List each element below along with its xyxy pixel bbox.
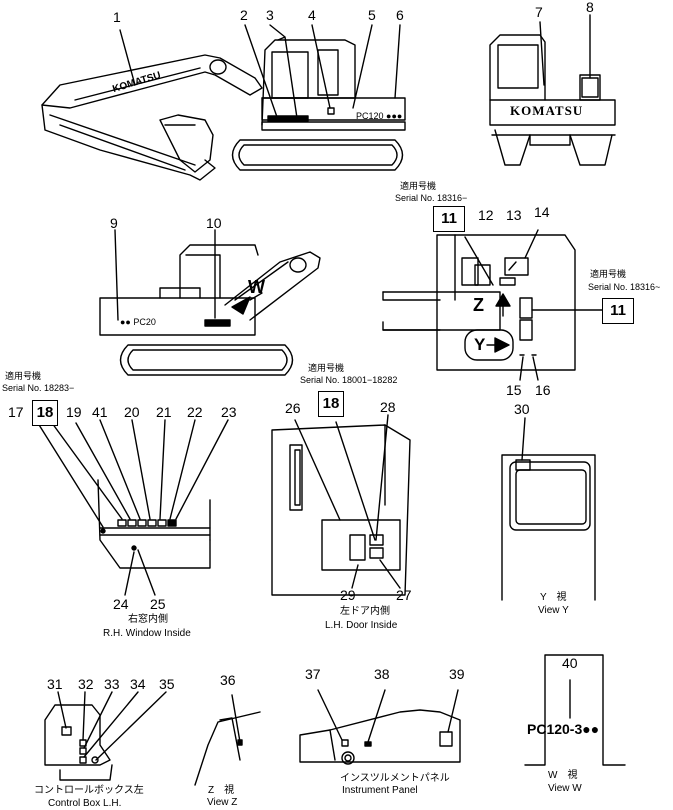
view-letter-w: W [248,277,265,297]
callout-38: 38 [374,666,390,682]
caption-control-box-jp: コントロールボックス左 [34,785,144,796]
callout-34: 34 [130,676,146,692]
callout-32: 32 [78,676,94,692]
caption-rh-window-jp: 右窓内側 [128,614,168,625]
instrument-panel [300,690,460,764]
callout-1: 1 [113,9,121,25]
caption-view-z: View Z [207,797,238,808]
serial-note-1: Serial No. 18316− [395,193,468,203]
excavator-top-view [383,230,602,380]
boxed-callout-18-rh: 18 [32,400,58,426]
excavator-rear-view [490,35,615,165]
callout-31: 31 [47,676,63,692]
view-z [195,695,260,785]
callout-16: 16 [535,382,551,398]
serial-note-3: Serial No. 18283− [2,383,75,393]
callout-3: 3 [266,7,274,23]
serial-note-2: Serial No. 18316~ [588,282,661,292]
caption-lh-door-jp: 左ドア内側 [340,606,390,617]
callout-24: 24 [113,596,129,612]
serial-note-4: Serial No. 18001−18282 [300,375,398,385]
caption-view-w: View W [548,783,582,794]
callout-36: 36 [220,672,236,688]
callout-17: 17 [8,404,24,420]
callout-13: 13 [506,207,522,223]
callout-30: 30 [514,401,530,417]
callout-23: 23 [221,404,237,420]
caption-instrument-panel: Instrument Panel [342,785,418,796]
model-side2-decal: ●● PC20 [120,317,156,327]
caption-control-box: Control Box L.H. [48,798,122,809]
komatsu-rear-decal: KOMATSU [510,103,584,118]
callout-22: 22 [187,404,203,420]
callout-12: 12 [478,207,494,223]
serial-note-3-jp: 適用号機 [5,371,42,381]
caption-lh-door: L.H. Door Inside [325,620,398,631]
caption-instrument-panel-jp: インスツルメントパネル [340,773,450,784]
callout-5: 5 [368,7,376,23]
view-w [525,655,625,765]
view-y [502,418,595,600]
serial-note-2-jp: 適用号機 [590,269,627,279]
boxed-callout-11-right: 11 [602,298,634,324]
caption-view-z-jp: Z 視 [208,785,235,796]
view-letter-y: Y [474,335,486,354]
excavator-side-view-2 [100,245,320,375]
callout-25: 25 [150,596,166,612]
caption-view-y: View Y [538,605,569,616]
callout-6: 6 [396,7,404,23]
callout-35: 35 [159,676,175,692]
caption-rh-window: R.H. Window Inside [103,628,191,639]
callout-33: 33 [104,676,120,692]
callout-15: 15 [506,382,522,398]
callout-7: 7 [535,4,543,20]
callout-40: 40 [562,655,578,671]
rh-window-inside [36,420,228,595]
control-box-lh [45,692,166,780]
callout-14: 14 [534,204,550,220]
callout-10: 10 [206,215,222,231]
callout-9: 9 [110,215,118,231]
serial-note-4-jp: 適用号機 [308,363,345,373]
callout-27: 27 [396,587,412,603]
excavator-side-view [42,40,405,180]
callout-20: 20 [124,404,140,420]
view-letter-z: Z [473,295,484,315]
callout-26: 26 [285,400,301,416]
boxed-callout-11-top: 11 [433,206,465,232]
serial-note-1-jp: 適用号機 [400,181,437,191]
callout-29: 29 [340,587,356,603]
top-leaders [115,15,590,320]
callout-4: 4 [308,7,316,23]
callout-19: 19 [66,404,82,420]
caption-view-y-jp: Y 視 [540,592,567,603]
callout-21: 21 [156,404,172,420]
lh-door-inside [272,415,410,595]
boxed-callout-18-lh: 18 [318,391,344,417]
callout-39: 39 [449,666,465,682]
callout-41: 41 [92,404,108,420]
callout-8: 8 [586,0,594,15]
model-side-decal: PC120 ●●● [356,111,403,121]
caption-view-w-jp: W 視 [548,770,578,781]
callout-37: 37 [305,666,321,682]
callout-28: 28 [380,399,396,415]
model-w-decal: PC120-3●● [527,721,600,737]
callout-2: 2 [240,7,248,23]
